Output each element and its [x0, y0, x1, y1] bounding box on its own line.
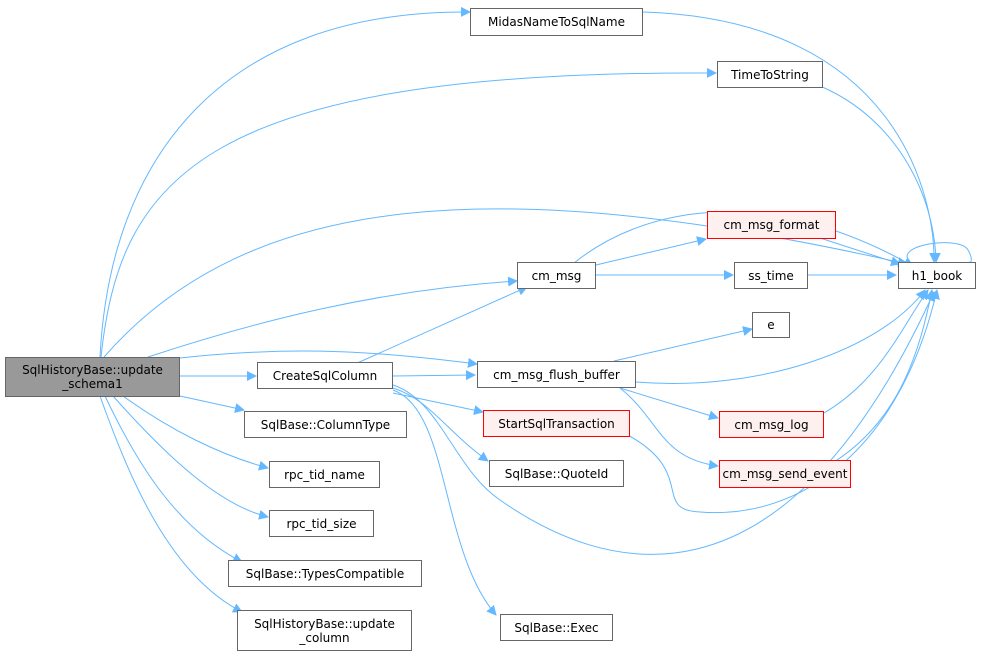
node-cm-msg-flush-buffer[interactable]: cm_msg_flush_buffer — [477, 361, 636, 388]
node-sqlbase-column-type[interactable]: SqlBase::ColumnType — [244, 411, 407, 438]
node-sqlbase-types-compatible[interactable]: SqlBase::TypesCompatible — [228, 560, 422, 587]
edge-root-midas — [99, 6, 471, 358]
node-sqlhistorybase-update-column[interactable]: SqlHistoryBase::update _column — [237, 610, 412, 651]
node-cm-msg[interactable]: cm_msg — [517, 262, 596, 289]
edge-root-flushbuffer — [179, 350, 478, 368]
edge-sendevent-h1book — [833, 289, 936, 463]
node-rpc-tid-size[interactable]: rpc_tid_size — [269, 510, 374, 537]
edge-root-timetostring — [100, 67, 717, 358]
node-h1-book[interactable]: h1_book — [898, 262, 976, 289]
edge-flush-log — [619, 387, 719, 421]
edge-flush-e — [613, 326, 753, 362]
edge-createsql-h1book — [392, 291, 935, 555]
edge-midas-h1book — [642, 11, 940, 263]
edge-root-columntype — [179, 395, 245, 413]
node-sqlbase-exec[interactable]: SqlBase::Exec — [500, 614, 613, 641]
edge-flush-h1book — [635, 289, 926, 384]
edge-timetostring-h1book — [819, 85, 941, 263]
edge-format-h1book — [816, 236, 901, 266]
edge-flush-sendevent — [619, 387, 719, 470]
node-rpc-tid-name[interactable]: rpc_tid_name — [269, 461, 380, 488]
edge-root-typescompat — [104, 395, 243, 563]
edge-createsql-flushbuffer — [392, 370, 476, 381]
node-midas-name-to-sql-name[interactable]: MidasNameToSqlName — [470, 8, 643, 36]
edge-cmmsg-format — [595, 236, 707, 266]
edge-createsql-starttx — [392, 392, 484, 416]
node-create-sql-column[interactable]: CreateSqlColumn — [257, 362, 393, 389]
edge-createsql-cmmsg — [354, 286, 528, 365]
node-time-to-string[interactable]: TimeToString — [717, 61, 823, 88]
edge-root-cmmsg — [147, 276, 518, 358]
node-cm-msg-log[interactable]: cm_msg_log — [719, 411, 824, 438]
edge-log-h1book — [823, 289, 929, 414]
node-e[interactable]: e — [752, 312, 790, 338]
node-sqlbase-quote-id[interactable]: SqlBase::QuoteId — [489, 460, 624, 487]
edge-root-rpcname — [122, 395, 269, 471]
edge-root-updatecolumn — [99, 395, 243, 613]
edge-root-rpcsize — [112, 395, 269, 520]
node-ss-time[interactable]: ss_time — [734, 262, 808, 289]
node-cm-msg-send-event[interactable]: cm_msg_send_event — [719, 460, 851, 488]
edge-createsql-exec — [392, 389, 497, 616]
node-root-update-schema1[interactable]: SqlHistoryBase::update _schema1 — [5, 357, 180, 397]
edge-createsql-quoteid — [392, 387, 489, 462]
edge-starttx-h1book — [619, 289, 940, 514]
node-start-sql-transaction[interactable]: StartSqlTransaction — [483, 410, 630, 437]
node-cm-msg-format[interactable]: cm_msg_format — [707, 211, 836, 239]
